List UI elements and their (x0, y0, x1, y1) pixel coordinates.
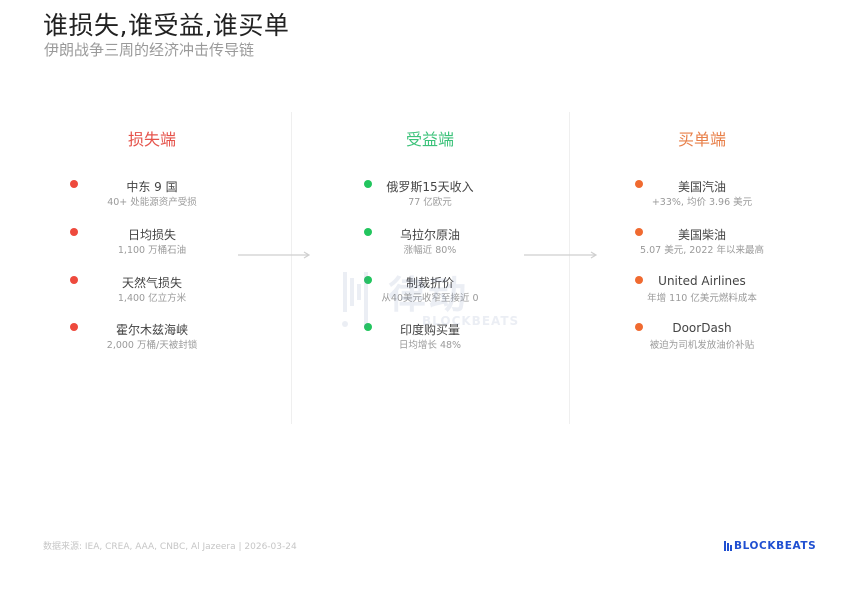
bullet-dot-icon (70, 276, 78, 284)
item-desc: 5.07 美元, 2022 年以来最高 (640, 245, 764, 256)
item-name: DoorDash (672, 321, 732, 335)
item-desc: 从40美元收窄至接近 0 (381, 293, 479, 304)
item-name: 乌拉尔原油 (399, 228, 460, 242)
item-desc: 日均增长 48% (398, 340, 462, 351)
item-desc: 40+ 处能源资产受损 (107, 197, 197, 208)
item-name: 日均损失 (127, 228, 176, 242)
item-desc: 涨幅近 80% (403, 245, 457, 256)
list-item: 美国汽油 +33%, 均价 3.96 美元 (563, 178, 841, 218)
item-name: 美国汽油 (677, 180, 726, 194)
item-name: 中东 9 国 (126, 180, 178, 194)
item-desc: 77 亿欧元 (408, 197, 452, 208)
list-item: 中东 9 国 40+ 处能源资产受损 (13, 178, 291, 218)
item-name: 天然气损失 (121, 276, 182, 290)
list-item: 霍尔木兹海峡 2,000 万桶/天被封锁 (13, 321, 291, 361)
page-subtitle: 伊朗战争三周的经济冲击传导链 (44, 41, 255, 59)
item-name: 美国柴油 (677, 228, 726, 242)
item-name: 霍尔木兹海峡 (115, 323, 188, 337)
flow-arrow-icon (524, 251, 598, 259)
column-divider (291, 112, 292, 424)
bullet-dot-icon (635, 228, 643, 236)
bullet-dot-icon (635, 180, 643, 188)
list-item: 俄罗斯15天收入 77 亿欧元 (291, 178, 569, 218)
item-desc: +33%, 均价 3.96 美元 (651, 197, 753, 208)
list-item: 日均损失 1,100 万桶石油 (13, 226, 291, 266)
column-heading-gain: 受益端 (405, 130, 454, 149)
column-gain: 受益端 俄罗斯15天收入 77 亿欧元 乌拉尔原油 涨幅近 80% 制裁折价 从… (291, 112, 569, 424)
item-name: 制裁折价 (405, 276, 454, 290)
list-item: 乌拉尔原油 涨幅近 80% (291, 226, 569, 266)
item-name: 俄罗斯15天收入 (386, 180, 474, 194)
data-source-note: 数据来源: IEA, CREA, AAA, CNBC, Al Jazeera |… (43, 542, 297, 552)
bullet-dot-icon (364, 180, 372, 188)
column-loss: 损失端 中东 9 国 40+ 处能源资产受损 日均损失 1,100 万桶石油 天… (13, 112, 291, 424)
list-item: DoorDash 被迫为司机发放油价补贴 (563, 321, 841, 361)
bullet-dot-icon (635, 323, 643, 331)
column-heading-pay: 买单端 (677, 130, 726, 149)
column-heading-loss: 损失端 (127, 130, 176, 149)
bullet-dot-icon (364, 323, 372, 331)
bullet-dot-icon (70, 323, 78, 331)
list-item: 美国柴油 5.07 美元, 2022 年以来最高 (563, 226, 841, 266)
list-item: 制裁折价 从40美元收窄至接近 0 (291, 274, 569, 314)
bullet-dot-icon (364, 276, 372, 284)
list-item: United Airlines 年增 110 亿美元燃料成本 (563, 274, 841, 314)
column-divider (569, 112, 570, 424)
item-desc: 2,000 万桶/天被封锁 (106, 340, 198, 351)
list-item: 印度购买量 日均增长 48% (291, 321, 569, 361)
list-item: 天然气损失 1,400 亿立方米 (13, 274, 291, 314)
blockbeats-logo-icon (724, 541, 732, 551)
item-desc: 1,400 亿立方米 (117, 293, 187, 304)
page-title: 谁损失,谁受益,谁买单 (43, 11, 290, 40)
bullet-dot-icon (364, 228, 372, 236)
bullet-dot-icon (635, 276, 643, 284)
flow-arrow-icon (238, 251, 311, 259)
column-pay: 买单端 美国汽油 +33%, 均价 3.96 美元 美国柴油 5.07 美元, … (563, 112, 841, 424)
bullet-dot-icon (70, 228, 78, 236)
bullet-dot-icon (70, 180, 78, 188)
item-desc: 年增 110 亿美元燃料成本 (647, 293, 757, 304)
brand-name: BLOCKBEATS (734, 540, 817, 552)
item-name: 印度购买量 (399, 323, 460, 337)
item-desc: 1,100 万桶石油 (117, 245, 187, 256)
item-name: United Airlines (658, 274, 746, 288)
item-desc: 被迫为司机发放油价补贴 (649, 340, 755, 351)
